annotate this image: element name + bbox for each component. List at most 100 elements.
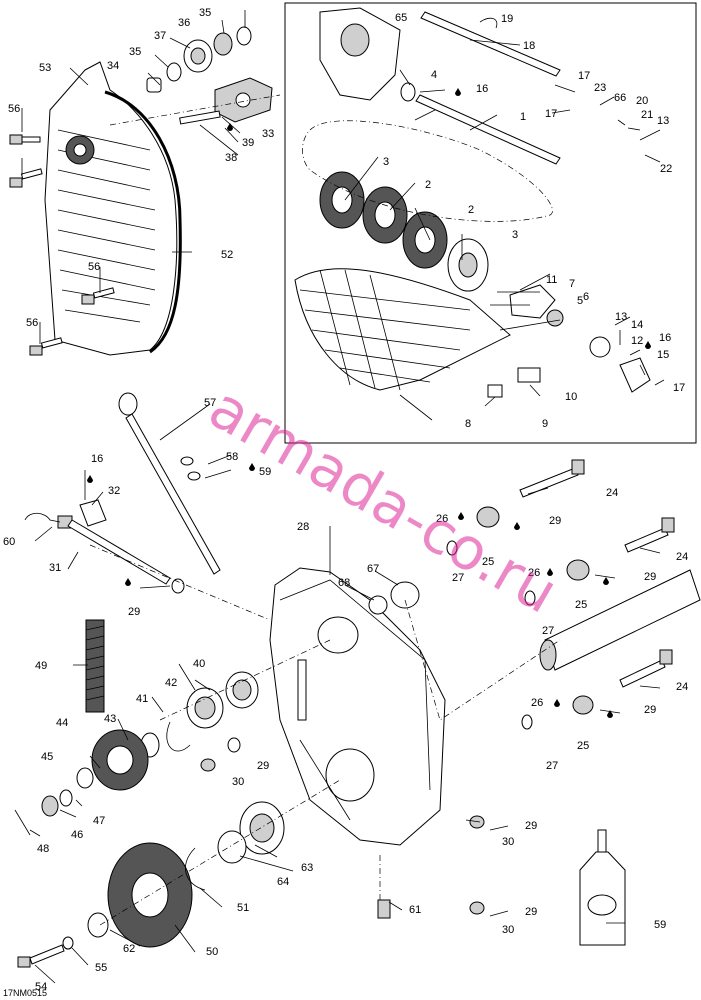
spacer-34 xyxy=(146,77,162,93)
callout-40: 40 xyxy=(193,658,205,670)
callout-15: 15 xyxy=(657,349,669,361)
chaincase-28 xyxy=(269,567,446,846)
chain-outline xyxy=(302,120,553,222)
callout-57: 57 xyxy=(204,397,216,409)
circlip-41 xyxy=(166,721,191,752)
callout-11: 11 xyxy=(546,274,557,286)
seal-67 xyxy=(390,581,420,609)
callout-56: 56 xyxy=(26,317,38,329)
callout-28: 28 xyxy=(297,521,309,533)
callout-48: 48 xyxy=(37,843,49,855)
bolt-56-a xyxy=(9,134,41,145)
bearing-63 xyxy=(239,801,285,855)
callout-29: 29 xyxy=(525,906,537,918)
chaincase-housing-top xyxy=(319,7,401,101)
bearing-housing-33 xyxy=(214,77,273,123)
callout-24: 24 xyxy=(676,551,688,563)
seal-64 xyxy=(217,830,247,864)
oil-bottle-59 xyxy=(579,829,626,946)
washer-35 xyxy=(166,26,252,82)
callout-31: 31 xyxy=(49,562,61,574)
callout-20: 20 xyxy=(636,95,648,107)
callout-51: 51 xyxy=(237,902,249,914)
callout-16: 16 xyxy=(476,83,488,95)
callout-17: 17 xyxy=(545,108,557,120)
callout-32: 32 xyxy=(108,485,120,497)
callout-29: 29 xyxy=(128,606,140,618)
callout-60: 60 xyxy=(3,536,15,548)
callout-18: 18 xyxy=(523,40,535,52)
callout-26: 26 xyxy=(528,567,540,579)
circlip-51 xyxy=(185,847,206,891)
centerline-f xyxy=(404,599,561,721)
tensioner-spring-49 xyxy=(85,619,105,713)
washer-27 xyxy=(446,540,536,730)
callout-22: 22 xyxy=(660,163,672,175)
washer-47 xyxy=(59,789,73,807)
o-ring-68 xyxy=(368,595,388,615)
callout-29: 29 xyxy=(644,704,656,716)
callout-56: 56 xyxy=(88,261,100,273)
callout-29: 29 xyxy=(549,515,561,527)
callout-30: 30 xyxy=(502,924,514,936)
callout-45: 45 xyxy=(41,751,53,763)
bolt-24-b xyxy=(624,517,675,553)
spacer-62 xyxy=(87,912,109,938)
callout-21: 21 xyxy=(641,109,653,121)
lower-sprocket-50 xyxy=(107,842,193,948)
callout-47: 47 xyxy=(93,815,105,827)
callout-labels: 1 2 2 3 3 4 5 6 7 8 9 10 11 12 13 13 14 … xyxy=(3,7,688,993)
callout-42: 42 xyxy=(165,677,177,689)
slider-10 xyxy=(517,367,541,383)
callout-2: 2 xyxy=(468,204,474,216)
callout-29: 29 xyxy=(644,571,656,583)
washer-55 xyxy=(62,936,74,950)
bolt-56-c xyxy=(81,287,115,305)
drive-sprocket-3-a xyxy=(319,171,365,229)
callout-12: 12 xyxy=(631,335,643,347)
track-8 xyxy=(294,268,511,391)
watermark: armada-co.ru xyxy=(198,373,569,626)
clip-19 xyxy=(479,17,498,29)
bolt-54 xyxy=(17,944,65,968)
bolt-56-b xyxy=(9,168,43,188)
spacer-45 xyxy=(76,767,94,789)
callout-63: 63 xyxy=(301,862,313,874)
callout-33: 33 xyxy=(262,128,274,140)
figure-code: 17NM0515 xyxy=(3,988,47,998)
slider-9 xyxy=(487,384,503,398)
bearing-4 xyxy=(400,82,416,102)
callout-27: 27 xyxy=(542,625,554,637)
callout-13: 13 xyxy=(615,311,627,323)
callout-6: 6 xyxy=(583,291,589,303)
centerline-a xyxy=(109,94,281,126)
dipstick-57 xyxy=(118,392,221,575)
callout-19: 19 xyxy=(501,13,513,25)
callout-26: 26 xyxy=(531,697,543,709)
callout-25: 25 xyxy=(575,599,587,611)
callout-16: 16 xyxy=(659,332,671,344)
callout-37: 37 xyxy=(154,30,166,42)
callout-65: 65 xyxy=(395,12,407,24)
callout-17: 17 xyxy=(673,382,685,394)
callout-9: 9 xyxy=(542,418,548,430)
callout-35: 35 xyxy=(129,46,141,58)
washer-29 xyxy=(171,578,241,753)
chaincase-cover xyxy=(44,61,182,356)
cotter-pin-48 xyxy=(14,809,31,836)
callout-67: 67 xyxy=(367,563,379,575)
callout-54: 54 xyxy=(35,981,47,993)
callout-34: 34 xyxy=(107,60,119,72)
callout-61: 61 xyxy=(409,904,421,916)
callout-36: 36 xyxy=(178,17,190,29)
callout-3: 3 xyxy=(512,229,518,241)
drive-sprocket-2-b xyxy=(402,211,448,269)
callout-3: 3 xyxy=(383,156,389,168)
callout-4: 4 xyxy=(431,69,437,81)
bearing-42 xyxy=(186,687,224,729)
bolt-38 xyxy=(179,110,221,125)
callout-24: 24 xyxy=(606,487,618,499)
seal-36 xyxy=(213,32,233,56)
